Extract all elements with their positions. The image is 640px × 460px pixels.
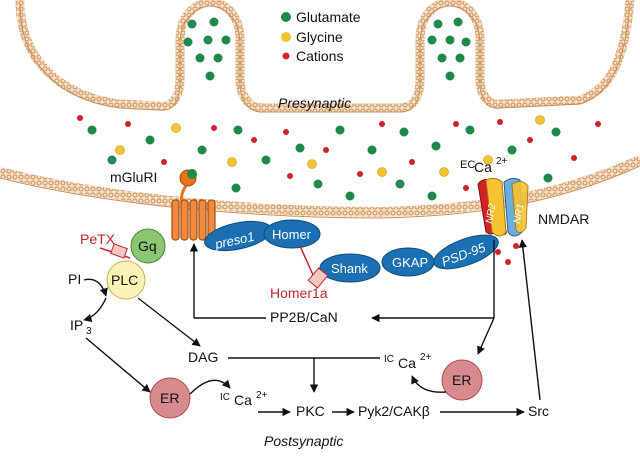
homer1a-label: Homer1a [270,285,328,301]
plc-enzyme [106,260,146,300]
ic-ca-right: Ca [398,355,416,371]
gq-protein [130,228,166,264]
arrow-er-ca-right [411,375,447,393]
legend-cations-label: Cations [296,48,343,64]
pp2b-label: PP2B/CaN [270,309,338,325]
arrow-ip3-er [85,337,151,393]
legend-glycine-label: Glycine [296,29,343,45]
ic-ca-right-prefix: IC [384,354,394,365]
pkc-label: PKC [296,403,325,419]
pyk2-label: Pyk2/CAKβ [358,403,430,419]
er-right [441,359,483,401]
er-left-label: ER [160,390,179,406]
legend-glutamate-label: Glutamate [296,9,361,25]
mglur-label: mGluRI [110,169,157,185]
plc-label: PLC [111,272,138,288]
ic-ca-right-charge: 2+ [420,352,432,363]
ic-ca-left-charge: 2+ [256,390,268,401]
arrow-pi-plc [83,278,108,297]
arrow-plc-ip3 [83,297,107,322]
cleft-cations [77,115,601,265]
src-label: Src [528,403,549,419]
arrow-nmdar-er [477,317,495,355]
presynaptic-membrane [15,0,635,113]
postsynaptic-label: Postsynaptic [264,433,343,449]
scaffold-gkap-label: GKAP [392,255,428,270]
nr2-label: NR2 [484,202,498,224]
pi-label: PI [68,271,81,287]
legend-cations-swatch [282,52,290,60]
presynaptic-label: Presynaptic [278,95,351,111]
arrow-src-nmdar [518,239,541,401]
ic-ca-left: Ca [234,392,252,408]
scaffold-shank-label: Shank [331,261,368,276]
nr1-label: NR1 [512,203,526,225]
ic-ca-left-prefix: IC [220,392,230,403]
mglur-receptor: mGluRI [110,169,216,241]
scaffold-psd95 [433,234,499,270]
cleft-glutamate [87,125,561,209]
nmdar-receptor: EC Ca 2+ NR2 NR1 NMDAR [460,156,589,237]
legend: Glutamate Glycine Cations [281,9,361,64]
ip3-label: IP [70,317,83,333]
er-left [149,377,191,419]
scaffold-shank [319,253,381,283]
nmdar-label: NMDAR [538,211,589,227]
cleft-glycine [115,115,545,177]
scaffold-homer-label: Homer [272,227,312,242]
ec-ca-label: Ca [474,159,492,175]
dag-label: DAG [188,349,218,365]
vesicle-glutamate-right [427,17,471,81]
scaffold-complex: preso1 Homer Shank GKAP PSD-95 [204,219,499,283]
ec-ca-prefix: EC [460,159,475,171]
ip3-subscript: 3 [86,326,92,337]
homer1a-blocker: Homer1a [270,245,329,301]
petx-blocker: PeTX [80,231,131,259]
arrow-er-ca-left [189,379,231,395]
gq-label: Gq [138,238,157,254]
er-right-label: ER [452,372,471,388]
legend-glycine-swatch [281,32,291,42]
legend-glutamate-swatch [281,12,291,22]
vesicle-glutamate-left [183,17,231,81]
petx-label: PeTX [80,231,116,247]
postsynaptic-membrane [0,155,640,218]
scaffold-homer [263,219,321,249]
arrow-plc-dag [137,297,201,347]
ec-ca-charge: 2+ [496,156,508,167]
